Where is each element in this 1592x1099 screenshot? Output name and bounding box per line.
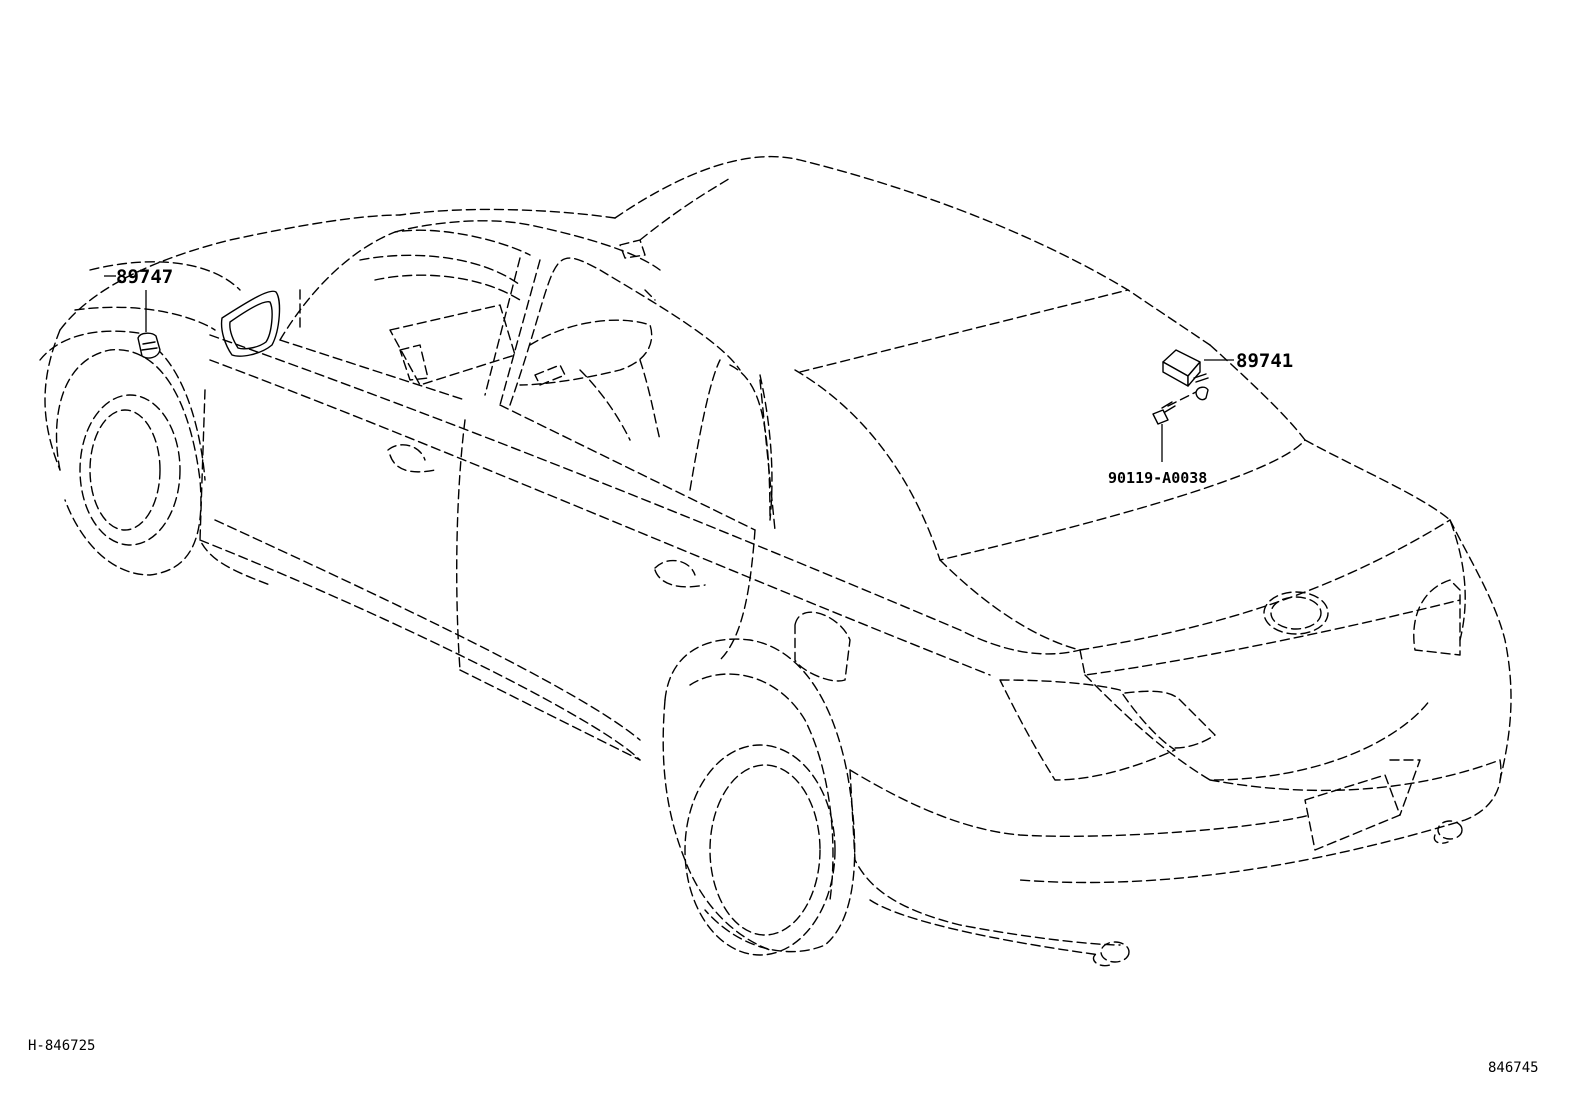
control-unit-icon xyxy=(1162,349,1209,401)
part-89747[interactable]: 89747 xyxy=(104,266,173,359)
part-number-90119-a0038: 90119-A0038 xyxy=(1108,469,1207,487)
part-89741[interactable]: 89741 xyxy=(1162,349,1293,401)
car-outline xyxy=(39,155,1512,967)
sensor-icon xyxy=(137,332,161,359)
part-number-89747: 89747 xyxy=(116,266,173,288)
part-number-89741: 89741 xyxy=(1236,350,1293,372)
drawing-reference-right: 846745 xyxy=(1488,1060,1539,1076)
bolt-icon xyxy=(1152,391,1197,425)
drawing-reference-left: H-846725 xyxy=(28,1038,95,1054)
part-90119-a0038[interactable]: 90119-A0038 xyxy=(1108,391,1207,487)
